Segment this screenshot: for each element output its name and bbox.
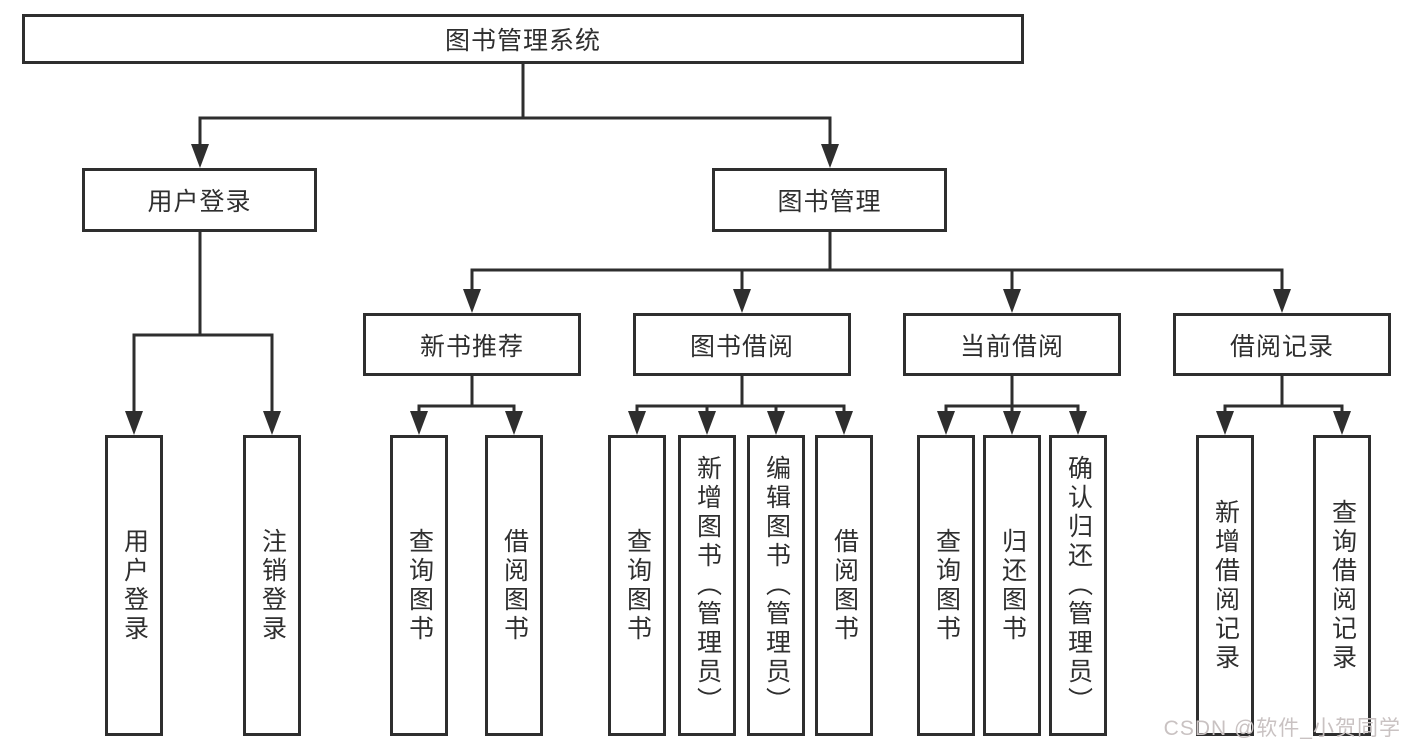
system-root-node: 图书管理系统 <box>22 14 1024 64</box>
leaf-confirm-return-admin: 确认归还（管理员） <box>1049 435 1107 736</box>
leaf-query-book-borrow: 查询图书 <box>608 435 666 736</box>
leaf-borrow-book-newbook: 借阅图书 <box>485 435 543 736</box>
borrow-record-node: 借阅记录 <box>1173 313 1391 376</box>
user-login-node: 用户登录 <box>82 168 317 232</box>
leaf-return-book: 归还图书 <box>983 435 1041 736</box>
leaf-query-borrow-record: 查询借阅记录 <box>1313 435 1371 736</box>
leaf-query-book-newbook: 查询图书 <box>390 435 448 736</box>
connector-lines <box>132 62 1344 417</box>
connector-arrowheads <box>125 144 1351 435</box>
book-borrow-node: 图书借阅 <box>633 313 851 376</box>
new-book-recommend-node: 新书推荐 <box>363 313 581 376</box>
leaf-borrow-book: 借阅图书 <box>815 435 873 736</box>
leaf-query-book-current: 查询图书 <box>917 435 975 736</box>
leaf-add-book-admin: 新增图书（管理员） <box>678 435 736 736</box>
leaf-logout-login: 注销登录 <box>243 435 301 736</box>
leaf-user-login: 用户登录 <box>105 435 163 736</box>
current-borrow-node: 当前借阅 <box>903 313 1121 376</box>
book-management-node: 图书管理 <box>712 168 947 232</box>
leaf-add-borrow-record: 新增借阅记录 <box>1196 435 1254 736</box>
leaf-edit-book-admin: 编辑图书（管理员） <box>747 435 805 736</box>
